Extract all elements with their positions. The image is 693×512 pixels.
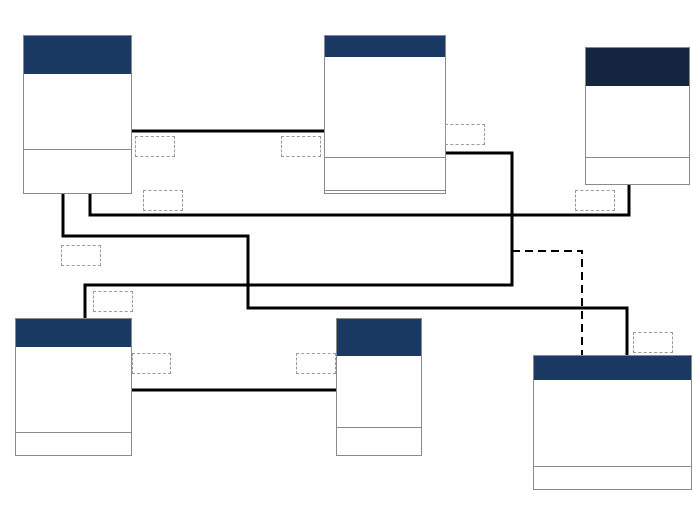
entity-b-header [325,36,445,57]
entity-c[interactable] [585,47,690,185]
multiplicity-label-box [281,136,321,157]
multiplicity-label-box [132,353,171,374]
entity-d-header [16,319,131,347]
multiplicity-label-box [296,353,336,374]
multiplicity-label-box [445,124,485,145]
entity-d-divider [16,432,131,433]
entity-e-header [337,319,421,356]
entity-c-header [586,48,689,86]
entity-a[interactable] [23,35,132,194]
entity-b-divider [325,157,445,158]
entity-a-divider [24,149,131,150]
multiplicity-label-box [61,245,101,266]
entity-f-header [534,356,691,380]
entity-b-divider-2 [325,190,445,191]
entity-b[interactable] [324,35,446,194]
multiplicity-label-box [575,190,615,211]
entity-f[interactable] [533,355,692,490]
entity-e-divider [337,427,421,428]
entity-a-header [24,36,131,74]
entity-c-divider [586,157,689,158]
relationship-line-a-f [61,194,629,356]
multiplicity-label-box [135,136,175,157]
relationship-line-b-f [512,250,583,356]
multiplicity-label-box [143,190,183,211]
relationship-line-b-d [83,151,514,318]
entity-d[interactable] [15,318,132,456]
relationship-line-a-c [88,185,631,217]
entity-e[interactable] [336,318,422,456]
entity-f-divider [534,466,691,467]
multiplicity-label-box [633,332,673,353]
multiplicity-label-box [93,291,133,312]
